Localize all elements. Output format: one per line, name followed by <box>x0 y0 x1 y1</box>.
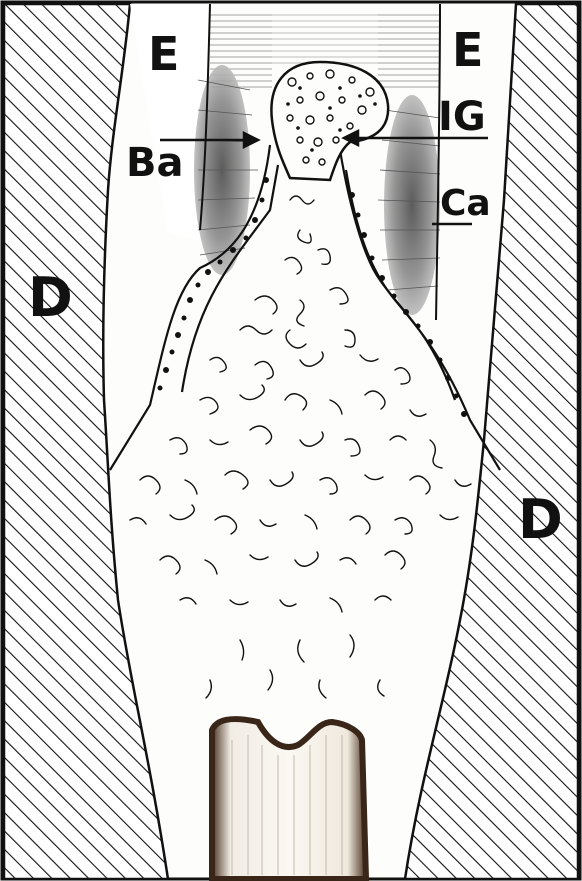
label-e-right: E <box>452 23 483 77</box>
label-ba: Ba <box>126 140 183 186</box>
label-d-right: D <box>518 488 563 551</box>
pulp-chamber <box>212 719 366 879</box>
label-ca: Ca <box>440 183 491 224</box>
calcified-zone-right <box>384 95 440 315</box>
enamel-stria-center <box>272 10 378 65</box>
label-e-left: E <box>148 27 179 81</box>
label-d-left: D <box>28 266 73 329</box>
enamel-stria-right <box>378 10 440 90</box>
label-ig: IG <box>438 94 486 140</box>
dentine-left <box>4 4 168 879</box>
